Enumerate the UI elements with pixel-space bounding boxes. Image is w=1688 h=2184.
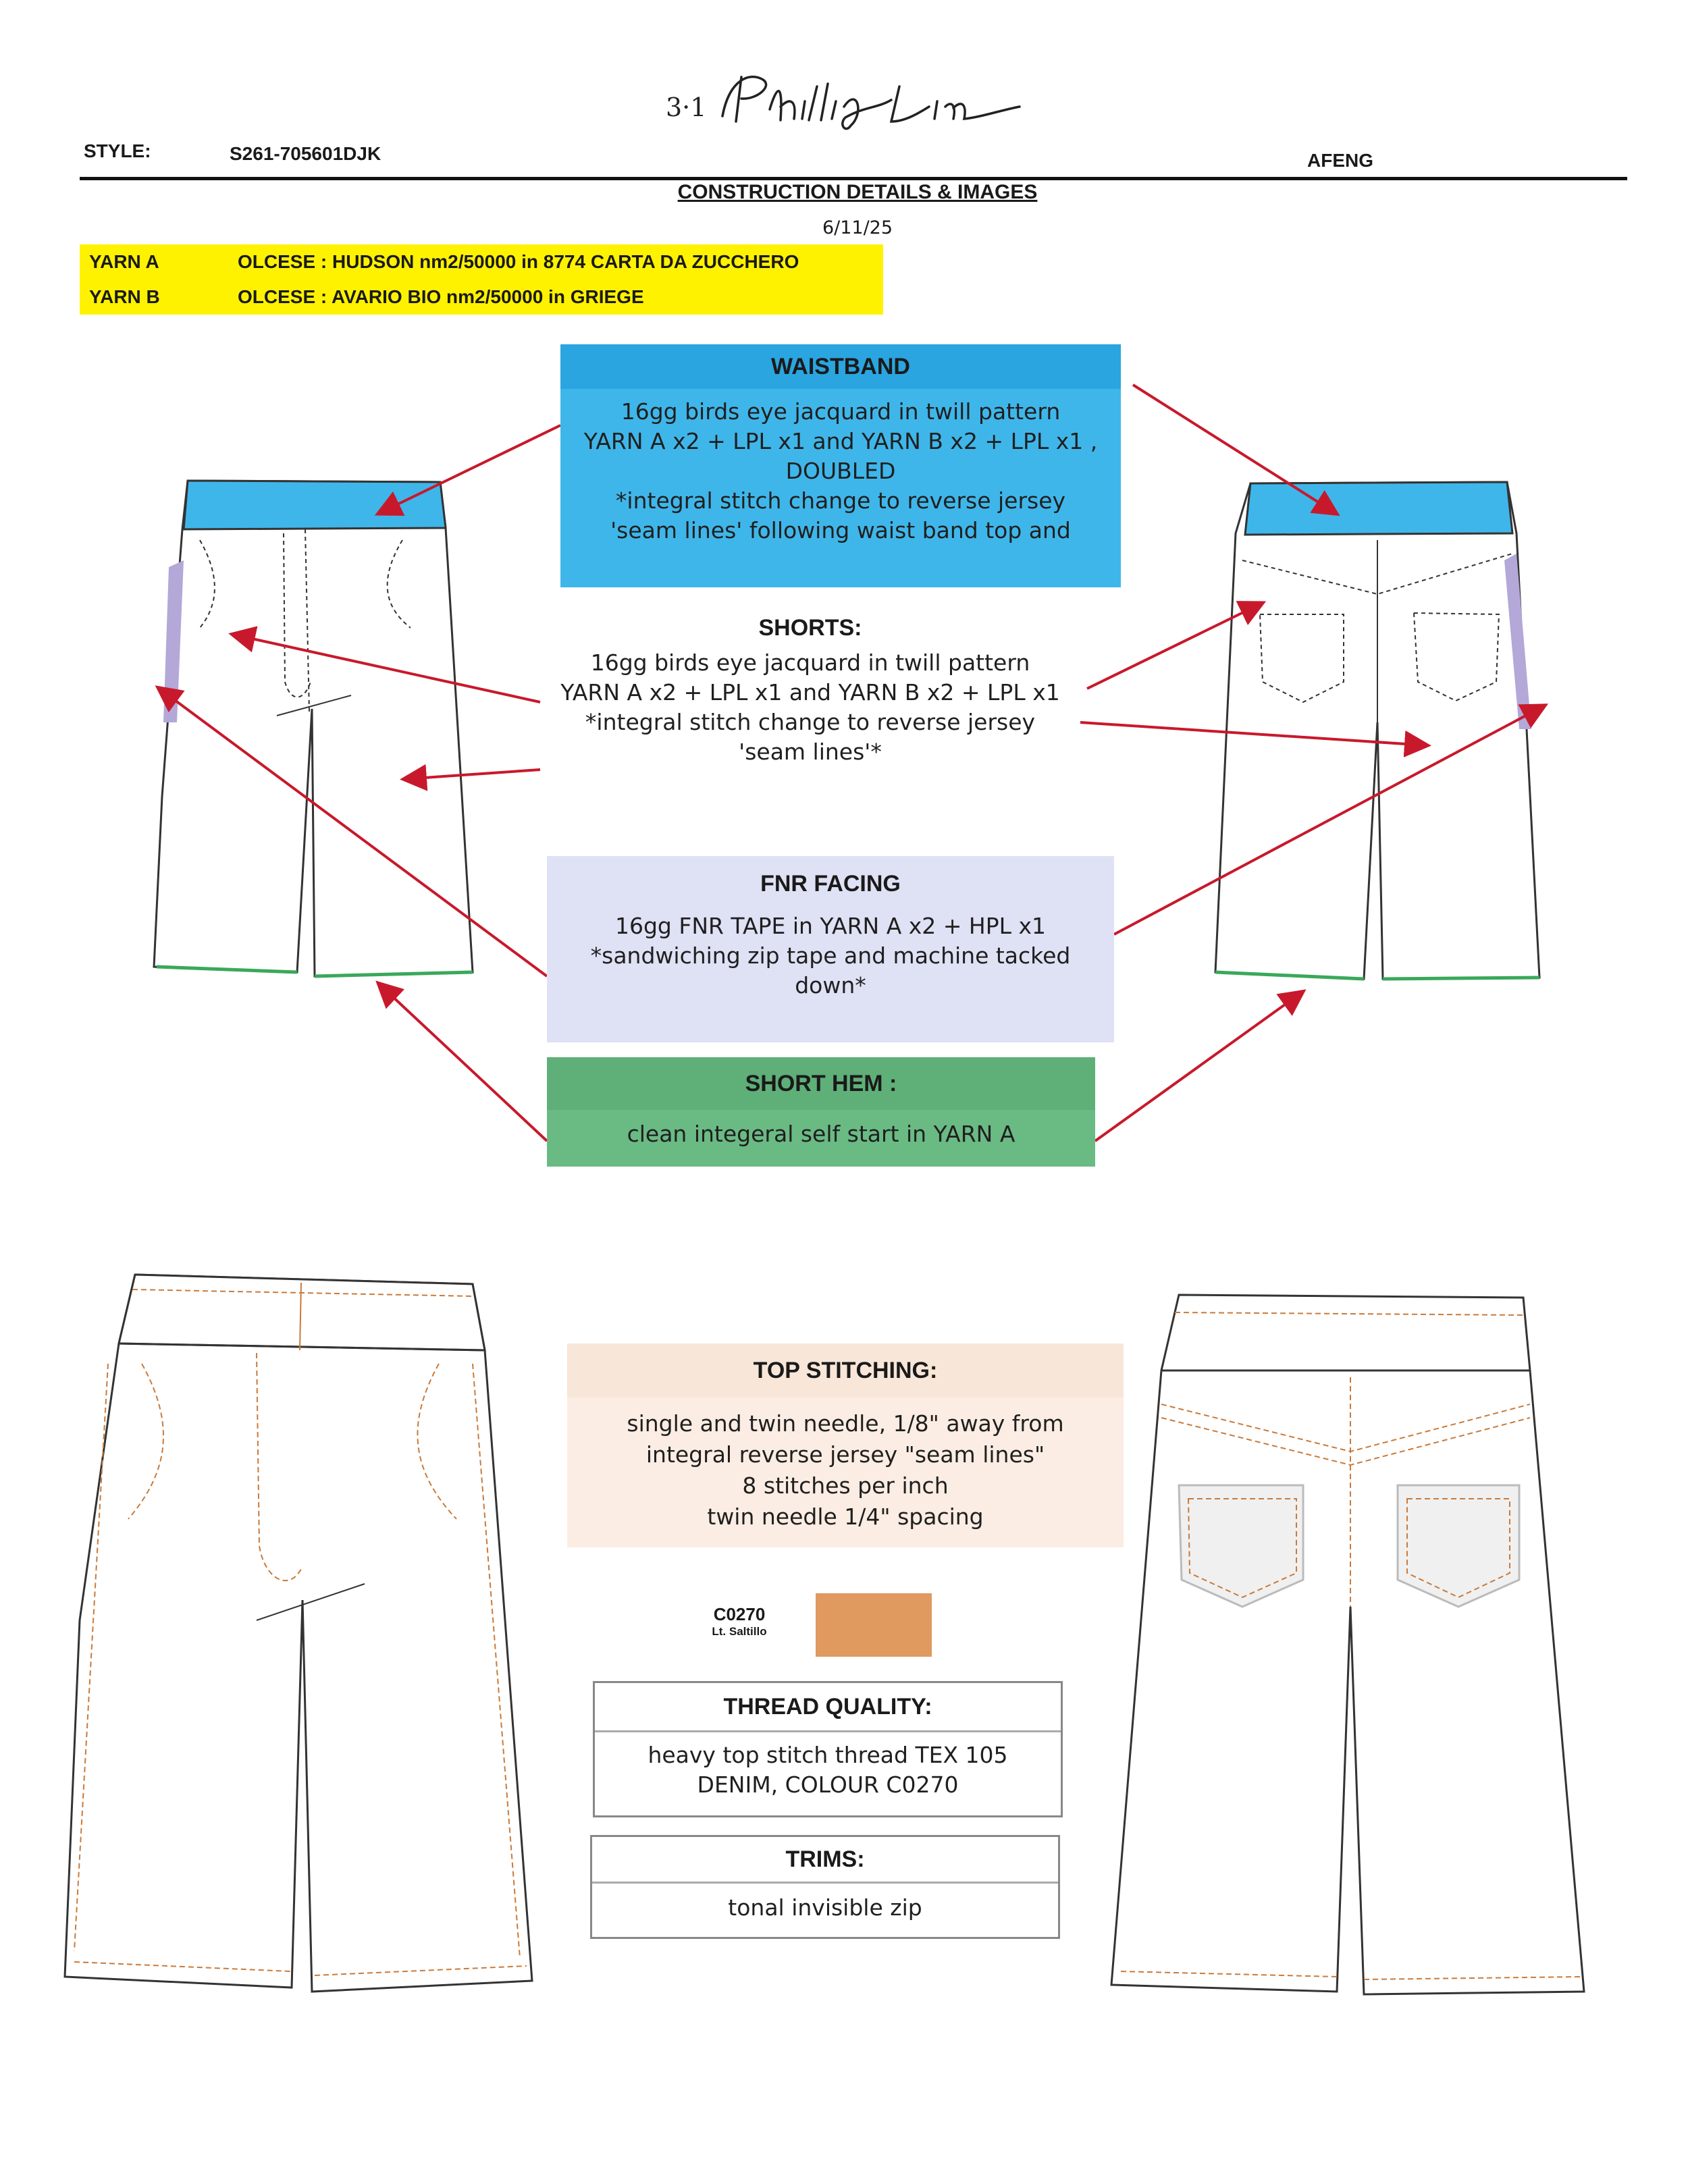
front-shorts-large-sketch: [63, 1273, 533, 1993]
fnr-line: 16gg FNR TAPE in YARN A x2 + HPL x1: [614, 913, 1047, 939]
trims-heading: TRIMS:: [592, 1837, 1058, 1884]
waistband-heading: WAISTBAND: [560, 344, 1121, 389]
arrow-waistband-right: [1132, 383, 1340, 516]
top-stitching-line: 8 stitches per inch: [742, 1472, 949, 1499]
top-stitching-line: single and twin needle, 1/8" away from: [627, 1410, 1064, 1437]
arrow-fnr-right: [1113, 703, 1549, 936]
hem-heading: SHORT HEM :: [547, 1057, 1095, 1110]
swatch-code: C0270: [713, 1604, 766, 1624]
trims-callout: TRIMS: tonal invisible zip: [590, 1835, 1060, 1939]
trims-line: tonal invisible zip: [728, 1894, 922, 1921]
waistband-line: 'seam lines' following waist band top an…: [610, 517, 1071, 543]
thread-quality-line: DENIM, COLOUR C0270: [697, 1772, 959, 1798]
style-number: S261-705601DJK: [230, 143, 381, 164]
yarn-value: OLCESE : AVARIO BIO nm2/50000 in GRIEGE: [238, 286, 644, 307]
brand-logo: 3·1: [662, 59, 1026, 140]
shorts-heading: SHORTS:: [758, 615, 862, 641]
yarn-key: YARN B: [89, 286, 160, 307]
arrow-shorts-right-1: [1086, 601, 1267, 690]
thread-colour-swatch: [816, 1593, 932, 1657]
yarn-key: YARN A: [89, 251, 159, 272]
svg-text:3·1: 3·1: [666, 92, 706, 122]
back-shorts-large-sketch: [1110, 1294, 1585, 1996]
shorts-line: 'seam lines'*: [739, 739, 882, 765]
yarn-row-a: YARN A OLCESE : HUDSON nm2/50000 in 8774…: [80, 244, 883, 279]
yarn-value: OLCESE : HUDSON nm2/50000 in 8774 CARTA …: [238, 251, 799, 272]
swatch-name: Lt. Saltillo: [712, 1625, 767, 1638]
fnr-line: down*: [795, 972, 866, 998]
thread-quality-line: heavy top stitch thread TEX 105: [648, 1742, 1008, 1768]
hem-line: clean integeral self start in YARN A: [627, 1121, 1016, 1147]
fnr-line: *sandwiching zip tape and machine tacked: [590, 942, 1071, 969]
waistband-line: DOUBLED: [785, 458, 896, 484]
arrow-waistband-left: [374, 424, 561, 516]
arrow-hem-right: [1094, 989, 1307, 1142]
shorts-callout: SHORTS: 16gg birds eye jacquard in twill…: [527, 608, 1094, 783]
page-date: 6/11/25: [822, 217, 893, 238]
thread-colour-code: C0270 Lt. Saltillo: [702, 1605, 776, 1641]
fnr-facing-callout: FNR FACING 16gg FNR TAPE in YARN A x2 + …: [547, 856, 1114, 1042]
shorts-line: 16gg birds eye jacquard in twill pattern: [590, 649, 1030, 676]
arrow-hem-left: [375, 980, 548, 1142]
arrow-shorts-left-2: [400, 764, 541, 791]
yarn-row-b: YARN B OLCESE : AVARIO BIO nm2/50000 in …: [80, 279, 883, 315]
arrow-fnr-left: [155, 685, 548, 978]
shorts-line: *integral stitch change to reverse jerse…: [585, 709, 1036, 735]
callout-arrows: [155, 383, 1549, 1142]
style-label: STYLE:: [84, 140, 151, 161]
brand-signature: 3·1: [666, 76, 1021, 130]
waistband-line: 16gg birds eye jacquard in twill pattern: [621, 398, 1061, 425]
top-stitching-line: twin needle 1/4" spacing: [707, 1503, 984, 1530]
arrow-shorts-left-1: [228, 626, 541, 703]
shorts-line: YARN A x2 + LPL x1 and YARN B x2 + LPL x…: [560, 679, 1060, 705]
waistband-callout: WAISTBAND 16gg birds eye jacquard in twi…: [560, 344, 1121, 587]
back-shorts-small-sketch: [1214, 481, 1541, 981]
short-hem-callout: SHORT HEM : clean integeral self start i…: [547, 1057, 1095, 1167]
top-stitching-heading: TOP STITCHING:: [567, 1343, 1124, 1397]
designer-name: AFENG: [1307, 150, 1373, 171]
fnr-heading: FNR FACING: [760, 871, 901, 897]
arrow-shorts-right-2: [1080, 721, 1431, 757]
top-stitching-callout: TOP STITCHING: single and twin needle, 1…: [567, 1343, 1124, 1547]
waistband-line: YARN A x2 + LPL x1 and YARN B x2 + LPL x…: [583, 428, 1098, 454]
page-title: CONSTRUCTION DETAILS & IMAGES: [677, 181, 1038, 203]
thread-quality-callout: THREAD QUALITY: heavy top stitch thread …: [593, 1681, 1063, 1817]
thread-quality-heading: THREAD QUALITY:: [595, 1683, 1061, 1732]
front-shorts-small-sketch: [153, 479, 474, 978]
waistband-line: *integral stitch change to reverse jerse…: [615, 487, 1066, 514]
header-rule: [80, 177, 1627, 180]
top-stitching-line: integral reverse jersey "seam lines": [645, 1441, 1045, 1468]
